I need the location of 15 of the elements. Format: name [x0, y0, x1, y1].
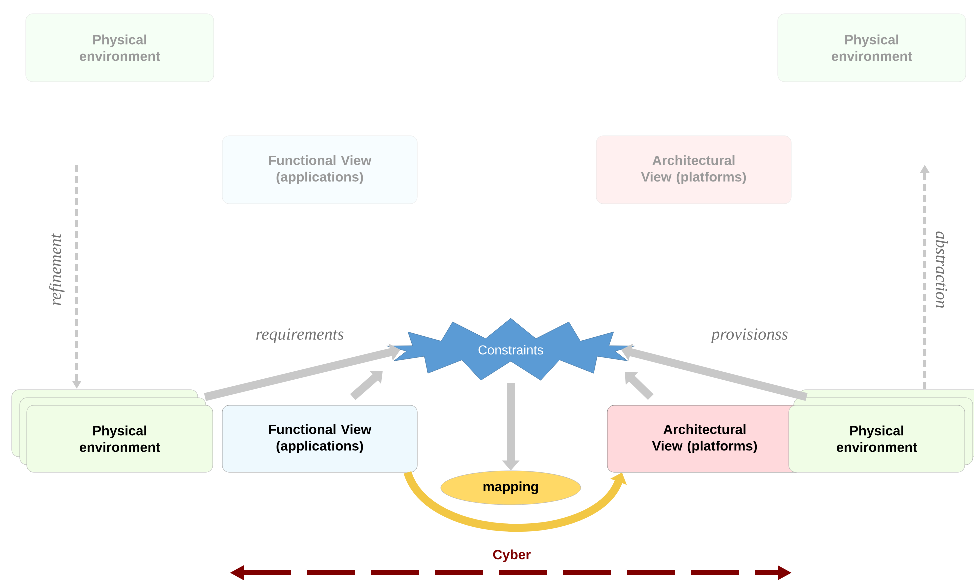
- environment-stack: Physical environment: [788, 390, 974, 473]
- view-box: Architectural View (platforms): [596, 136, 792, 204]
- environment-stack: Physical environment: [12, 390, 214, 473]
- environment-box: Physical environment: [26, 14, 214, 82]
- edge-label: abstraction: [935, 230, 949, 310]
- constraints-starburst: Constraints: [386, 318, 636, 381]
- view-box: Functional View (applications): [222, 136, 418, 204]
- edge-label: refinement: [48, 232, 66, 308]
- edge-label: requirements: [254, 328, 346, 344]
- axis-label: Cyber: [493, 550, 531, 562]
- view-box: Functional View (applications): [222, 405, 418, 473]
- view-box: Architectural View (platforms): [607, 405, 803, 473]
- arrow: [625, 372, 654, 400]
- environment-box: Physical environment: [778, 14, 966, 82]
- edge-label: provisionss: [710, 328, 790, 344]
